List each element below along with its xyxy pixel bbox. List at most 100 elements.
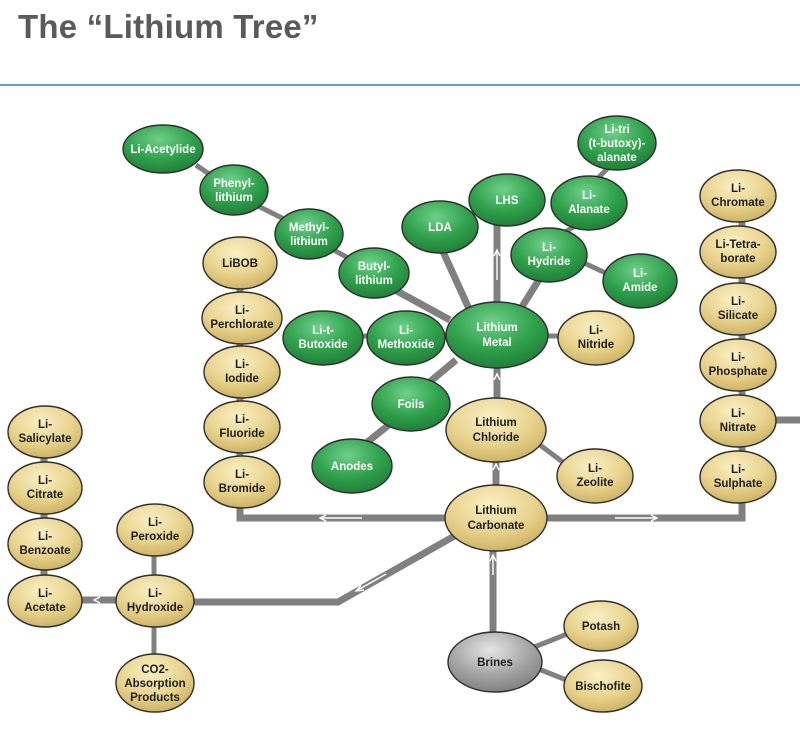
node-label: Carbonate (468, 520, 525, 532)
node-label: Amide (622, 282, 657, 294)
node-li-benzoate: Li- Benzoate (7, 517, 83, 571)
node-label: CO2- (141, 664, 169, 676)
node-li-fluoride: Li- Fluoride (203, 400, 281, 454)
node-anodes: Anodes (311, 438, 393, 494)
node-label: Li- (731, 296, 745, 308)
node-label: LiBOB (222, 258, 258, 270)
node-li-methoxide: Li- Methoxide (366, 310, 446, 366)
page-title: The “Lithium Tree” (18, 8, 319, 45)
node-label: Chromate (711, 197, 765, 209)
node-label: Li- (731, 183, 745, 195)
node-label: Butyl- (358, 261, 391, 273)
node-label: Methoxide (378, 339, 435, 351)
node-label: Fluoride (219, 428, 264, 440)
node-label: lithium (290, 236, 328, 248)
node-label: Zeolite (576, 477, 613, 489)
node-label: Alanate (568, 204, 610, 216)
node-label: alanate (597, 152, 637, 164)
node-label: Li- (235, 359, 249, 371)
node-methyl-lithium: Methyl- lithium (274, 208, 344, 260)
node-li-amide: Li- Amide (602, 253, 678, 309)
node-label: Chloride (473, 432, 520, 444)
node-li-zeolite: Li- Zeolite (556, 448, 634, 504)
node-brines: Brines (447, 631, 543, 693)
node-label: Methyl- (289, 222, 329, 234)
node-label: Li- (38, 419, 52, 431)
node-li-citrate: Li- Citrate (7, 461, 83, 515)
node-label: Hydride (528, 256, 571, 268)
nodes: Li-Acetylide Phenyl- lithium Methyl- lit… (7, 115, 777, 713)
node-label: Hydroxide (127, 602, 183, 614)
node-label: Li- (633, 268, 647, 280)
node-co2-absorption-products: CO2- Absorption Products (115, 653, 195, 713)
node-label: Salicylate (18, 433, 71, 445)
node-label: Li- (582, 190, 596, 202)
node-label: Silicate (718, 310, 758, 322)
node-label: Iodide (225, 373, 259, 385)
node-li-nitrate: Li- Nitrate (699, 394, 777, 448)
node-label: Sulphate (714, 478, 763, 490)
node-li-alanate: Li- Alanate (550, 175, 628, 231)
node-label: Li-tri (604, 124, 630, 136)
node-label: Li-t- (312, 325, 334, 337)
node-lithium-carbonate: Lithium Carbonate (444, 484, 548, 552)
node-label: Metal (482, 337, 511, 349)
node-label: Nitrate (720, 422, 756, 434)
node-label: Li- (235, 305, 249, 317)
node-li-silicate: Li- Silicate (699, 282, 777, 336)
node-label: Brines (477, 657, 513, 669)
node-li-nitride: Li- Nitride (557, 310, 635, 366)
node-li-salicylate: Li- Salicylate (7, 405, 83, 459)
node-libob: LiBOB (202, 236, 278, 290)
node-label: Lithium (476, 322, 518, 334)
node-li-hydride: Li- Hydride (510, 227, 588, 283)
node-label: lithium (355, 275, 393, 287)
node-label: Li- (148, 588, 162, 600)
title-divider (0, 84, 800, 86)
node-label: Lithium (475, 505, 517, 517)
node-label: Products (130, 692, 180, 704)
node-li-acetate: Li- Acetate (7, 574, 83, 628)
node-label: Foils (398, 399, 425, 411)
node-label: Li- (38, 588, 52, 600)
node-label: Lithium (475, 417, 517, 429)
node-label: Li- (148, 517, 162, 529)
node-label: LHS (496, 195, 519, 207)
node-label: borate (720, 253, 755, 265)
node-li-tetraborate: Li-Tetra- borate (699, 225, 777, 279)
node-li-acetylide: Li-Acetylide (122, 124, 204, 174)
node-label: Butoxide (298, 339, 347, 351)
node-butyl-lithium: Butyl- lithium (338, 247, 410, 299)
node-lda: LDA (401, 200, 479, 254)
node-label: Potash (582, 621, 620, 633)
node-bischofite: Bischofite (563, 659, 643, 713)
node-label: Li- (589, 325, 603, 337)
node-label: Absorption (124, 678, 185, 690)
node-lithium-chloride: Lithium Chloride (445, 397, 547, 463)
node-label: Bromide (219, 483, 266, 495)
node-label: Li- (542, 242, 556, 254)
node-li-peroxide: Li- Peroxide (116, 503, 194, 557)
node-li-phosphate: Li- Phosphate (699, 338, 777, 392)
node-li-sulphate: Li- Sulphate (699, 450, 777, 504)
node-li-tri-butoxy-alanate: Li-tri (t-butoxy)- alanate (577, 115, 657, 171)
node-label: Li- (731, 352, 745, 364)
node-label: Phenyl- (213, 178, 255, 190)
node-label: Li-Tetra- (715, 239, 760, 251)
node-label: Peroxide (131, 531, 180, 543)
node-foils: Foils (371, 376, 451, 432)
node-label: Li- (731, 464, 745, 476)
node-label: Citrate (27, 489, 63, 501)
node-label: Acetate (24, 602, 66, 614)
node-li-chromate: Li- Chromate (699, 169, 777, 223)
node-label: (t-butoxy)- (589, 138, 646, 150)
node-label: Li- (38, 475, 52, 487)
node-label: Li- (235, 469, 249, 481)
node-lithium-metal: Lithium Metal (445, 301, 549, 369)
node-phenyl-lithium: Phenyl- lithium (199, 164, 269, 216)
node-label: LDA (428, 222, 452, 234)
node-label: Perchlorate (210, 319, 273, 331)
node-label: Li- (399, 325, 413, 337)
node-label: Phosphate (709, 366, 768, 378)
